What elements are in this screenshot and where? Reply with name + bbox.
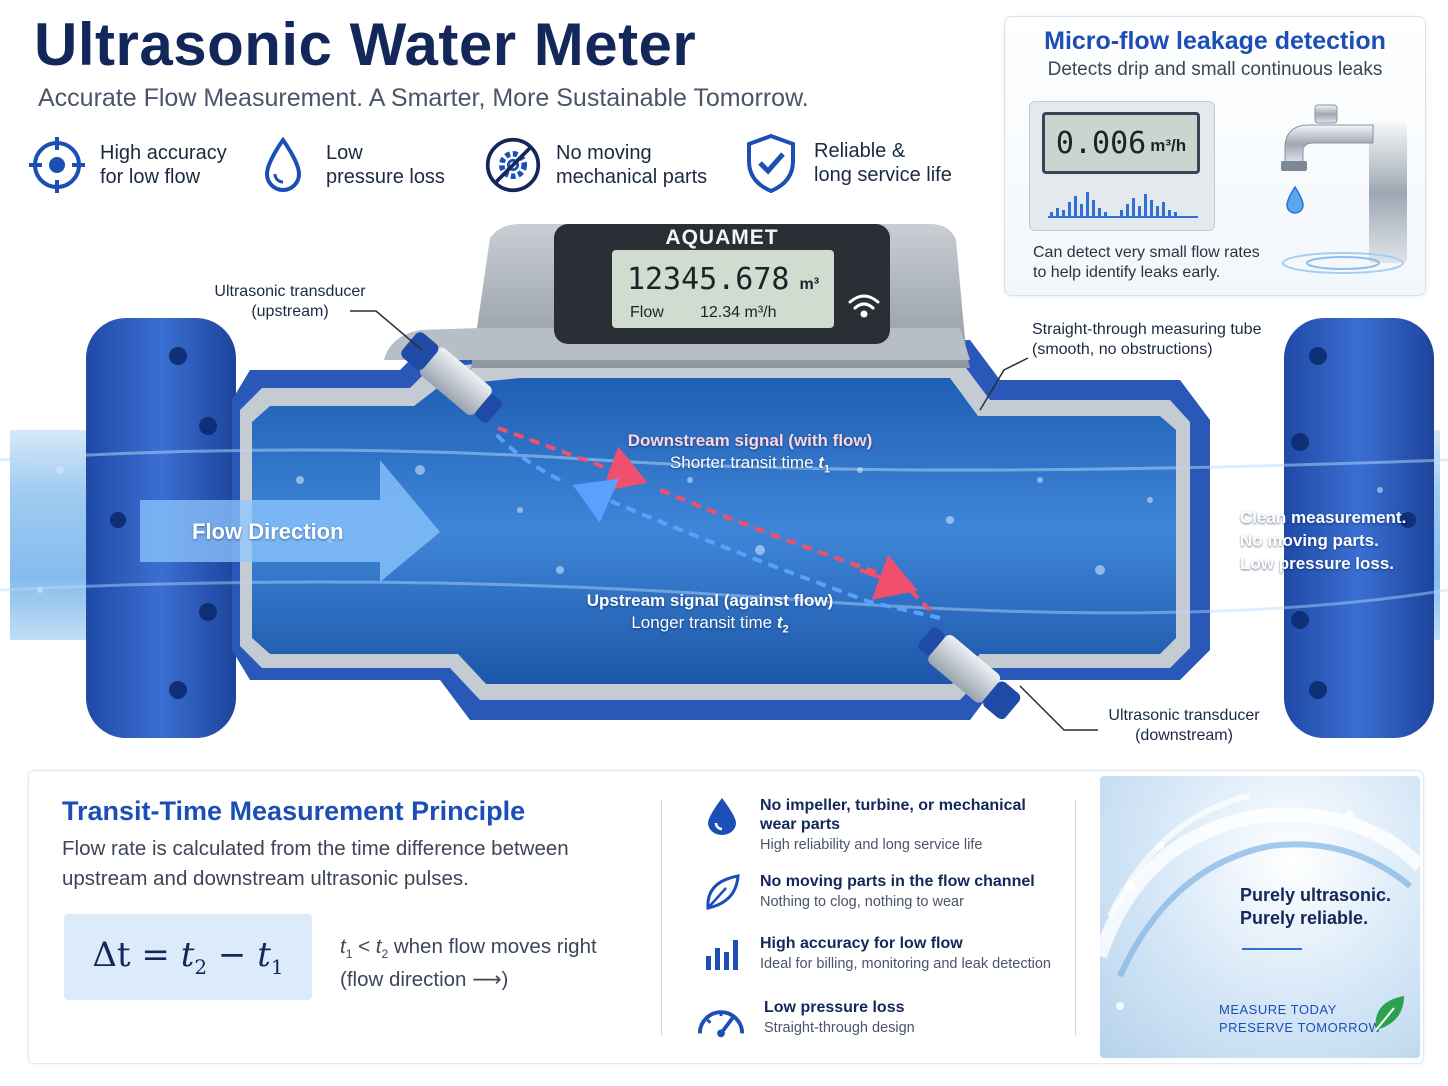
- wifi-icon: [848, 294, 880, 318]
- clean-measurement-label: Clean measurement.No moving parts.Low pr…: [1240, 508, 1407, 573]
- leaf-logo-icon: [1372, 994, 1406, 1037]
- formula-condition: t1 < t2 when flow moves right (flow dire…: [340, 935, 597, 992]
- card-title: Micro-flow leakage detection: [1044, 27, 1386, 55]
- meter-diagram: [0, 224, 1448, 738]
- no-gear-icon: [484, 136, 542, 194]
- meter-flow-label: Flow: [630, 304, 664, 321]
- water-drop-icon: [254, 136, 312, 194]
- leaf-icon: [702, 872, 742, 912]
- meter-flow-value: 12.34 m³/h: [700, 304, 777, 321]
- upstream-signal-label: Upstream signal (against flow) Longer tr…: [586, 591, 834, 636]
- lcd-value: 0.006: [1055, 125, 1147, 161]
- feature-reliable: Reliable &long service life: [742, 133, 952, 193]
- water-splash-image: [1100, 776, 1420, 1058]
- transducer-downstream-label: Ultrasonic transducer(downstream): [1108, 707, 1260, 744]
- feature-label: Reliable &long service life: [814, 140, 952, 186]
- lcd-unit: m³/h: [1150, 136, 1187, 155]
- crosshair-icon: [28, 136, 86, 194]
- faucet-icon: [1281, 104, 1407, 274]
- leak-detection-card: Micro-flow leakage detection Detects dri…: [1004, 16, 1426, 296]
- lcd-screen: 0.006 m³/h: [1042, 112, 1200, 174]
- flow-direction-label: Flow Direction: [192, 519, 344, 544]
- spectrum-icon: [1048, 192, 1198, 218]
- shield-check-icon: [742, 133, 800, 193]
- downstream-signal-label: Downstream signal (with flow) Shorter tr…: [627, 431, 873, 476]
- formula: Δt = t2 − t1: [92, 935, 284, 979]
- benefit-item: No impeller, turbine, or mechanical wear…: [702, 796, 1062, 855]
- page-title: Ultrasonic Water Meter: [34, 11, 697, 78]
- principle-title: Transit-Time Measurement Principle: [62, 796, 526, 826]
- gauge-icon: [696, 998, 746, 1038]
- meter-reading-row: 12345.678 m³: [612, 262, 834, 297]
- principle-description: Flow rate is calculated from the time di…: [62, 837, 569, 890]
- meter-reading-unit: m³: [799, 276, 820, 293]
- page-subtitle: Accurate Flow Measurement. A Smarter, Mo…: [38, 84, 809, 112]
- tagline-underline: [1242, 948, 1302, 950]
- water-drop-icon: [702, 796, 742, 836]
- transducer-upstream-label: Ultrasonic transducer(upstream): [214, 283, 366, 320]
- card-subtitle: Detects drip and small continuous leaks: [1047, 59, 1383, 80]
- meter-brand: AQUAMET: [665, 226, 779, 249]
- leak-display: 0.006 m³/h: [1029, 101, 1215, 231]
- divider: [1075, 800, 1076, 1036]
- meter-reading: 12345.678: [626, 262, 790, 297]
- tagline: Purely ultrasonic.Purely reliable.: [1240, 885, 1392, 928]
- bar-chart-icon: [702, 934, 742, 974]
- measuring-tube-label: Straight-through measuring tube(smooth, …: [1032, 321, 1262, 358]
- divider: [661, 800, 662, 1036]
- formula-box: Δt = t2 − t1: [64, 914, 312, 1000]
